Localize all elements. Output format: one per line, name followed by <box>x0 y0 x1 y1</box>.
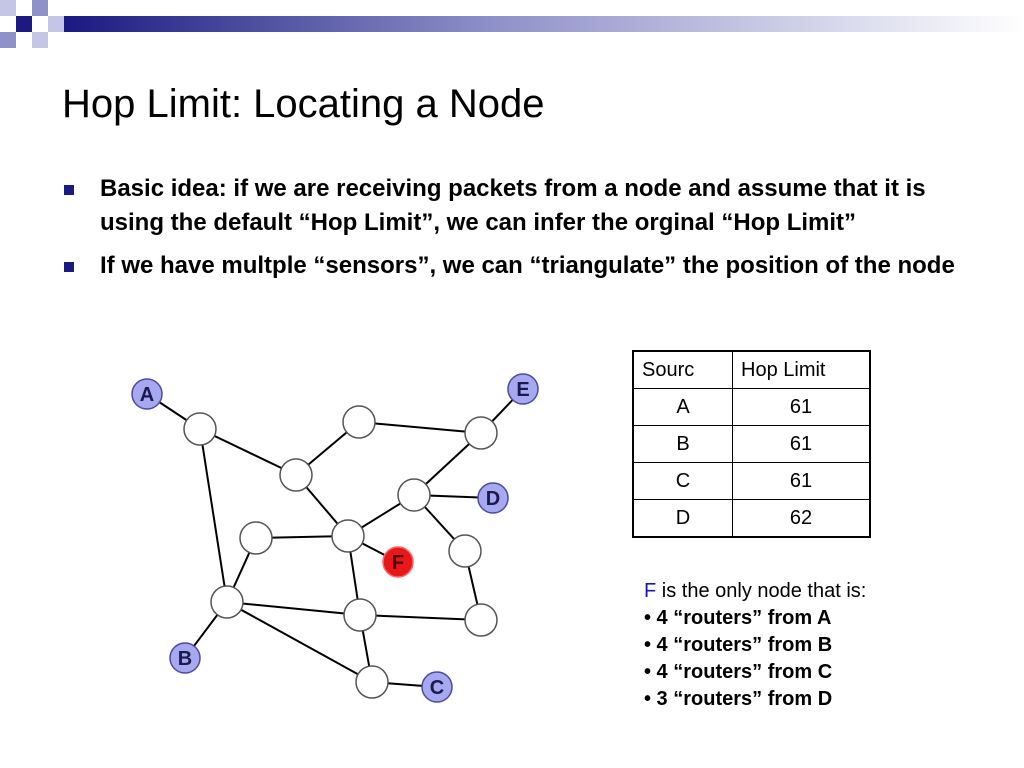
table-cell-hop-limit: 61 <box>732 388 871 426</box>
hop-limit-table: Sourc Hop Limit A 61 B 61 C 61 D 62 <box>632 350 871 538</box>
sensor-node-D <box>477 482 509 514</box>
sensor-node-A <box>131 378 163 410</box>
router-node <box>183 412 217 446</box>
note-item: • 4 “routers” from B <box>644 634 833 656</box>
router-node <box>355 665 389 699</box>
edge-r2-r3 <box>358 421 482 434</box>
note-node-letter: F <box>644 580 657 602</box>
note-item: • 3 “routers” from D <box>644 688 833 710</box>
router-node <box>239 521 273 555</box>
table-header-hop-limit: Hop Limit <box>732 350 871 389</box>
note-item: • 4 “routers” from C <box>644 661 833 683</box>
target-node-F <box>382 546 414 578</box>
table-header-source: Sourc <box>632 350 733 389</box>
corner-square <box>0 32 16 48</box>
edge-r9-r10 <box>226 601 361 616</box>
explanation-note: F is the only node that is: • 4 “routers… <box>644 578 866 713</box>
table-row: A 61 <box>632 388 871 426</box>
edge-r9-r12 <box>226 601 373 683</box>
square-bullet-icon <box>64 262 74 272</box>
sensor-node-E <box>507 373 539 405</box>
node-group: A B C D E F <box>131 373 539 703</box>
node-label-D: D <box>486 488 500 510</box>
header-gradient-bar <box>64 16 1024 32</box>
table-cell-hop-limit: 61 <box>732 462 871 500</box>
bullet-item: Basic idea: if we are receiving packets … <box>64 172 974 240</box>
table-cell-source: C <box>632 462 733 500</box>
bullet-list: Basic idea: if we are receiving packets … <box>64 172 974 292</box>
bullet-text: Basic idea: if we are receiving packets … <box>100 175 926 236</box>
note-intro-text: is the only node that is: <box>656 580 867 602</box>
corner-square <box>32 32 48 48</box>
node-label-A: A <box>140 384 154 406</box>
sensor-node-B <box>169 642 201 674</box>
table-cell-source: A <box>632 388 733 426</box>
router-node <box>331 519 365 553</box>
corner-square <box>32 0 48 16</box>
note-intro-line: F is the only node that is: <box>644 578 866 605</box>
router-node <box>342 405 376 439</box>
router-node <box>448 534 482 568</box>
node-label-C: C <box>430 677 444 699</box>
table-header-row: Sourc Hop Limit <box>632 350 871 389</box>
node-label-E: E <box>516 379 529 401</box>
square-bullet-icon <box>64 185 74 195</box>
router-node <box>343 598 377 632</box>
corner-decoration <box>0 0 1024 48</box>
router-node <box>279 458 313 492</box>
table-row: C 61 <box>632 462 871 500</box>
table-cell-hop-limit: 61 <box>732 425 871 463</box>
corner-square <box>48 16 64 32</box>
bullet-text: If we have multple “sensors”, we can “tr… <box>100 252 955 279</box>
router-node <box>397 478 431 512</box>
table-cell-source: B <box>632 425 733 463</box>
table-row: D 62 <box>632 499 871 538</box>
table-cell-hop-limit: 62 <box>732 499 871 538</box>
router-node <box>464 416 498 450</box>
edge-r1-r9 <box>199 428 228 603</box>
edge-r10-r11 <box>359 614 482 621</box>
corner-square <box>16 16 32 32</box>
edge-r1-r4 <box>199 428 297 476</box>
note-item: • 4 “routers” from A <box>644 607 832 629</box>
router-node <box>210 585 244 619</box>
bullet-item: If we have multple “sensors”, we can “tr… <box>64 249 974 283</box>
corner-square <box>0 0 16 16</box>
node-label-B: B <box>178 648 192 670</box>
sensor-node-C <box>421 671 453 703</box>
router-node <box>464 603 498 637</box>
node-label-F: F <box>392 552 404 574</box>
table-cell-source: D <box>632 499 733 538</box>
table-row: B 61 <box>632 425 871 463</box>
slide-title: Hop Limit: Locating a Node <box>62 82 545 126</box>
